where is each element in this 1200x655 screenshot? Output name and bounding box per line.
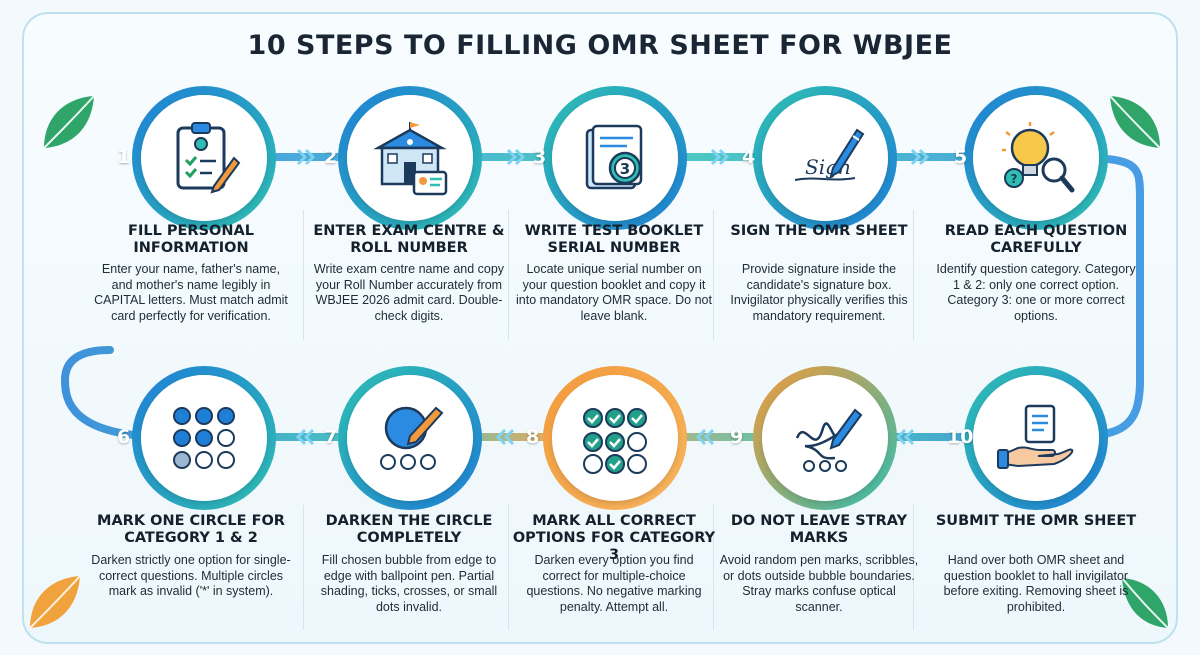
step-number: 7 [324,426,338,448]
step-7-circle [338,366,482,510]
step-number: 4 [742,146,756,168]
divider [713,505,714,630]
lightbulb-magnifier-icon: ? [1002,122,1075,193]
school-building-icon [373,122,448,196]
svg-text:?: ? [1011,172,1018,186]
divider [303,210,304,340]
step-heading: MARK ALL CORRECT OPTIONS FOR CATEGORY 3 [512,513,716,563]
checked-bubbles-icon [583,408,647,474]
step-heading: READ EACH QUESTION CAREFULLY [944,223,1128,256]
leaf-decoration-icon [1109,95,1161,149]
step-description: Write exam centre name and copy your Rol… [313,262,505,323]
step-8-circle [543,366,687,510]
scribble-pen-icon [795,408,863,472]
step-10-circle [964,366,1108,510]
divider [913,210,914,340]
clipboard-checklist-icon [176,122,241,194]
divider [508,210,509,340]
step-description: Darken strictly one option for single-co… [91,553,291,598]
leaf-decoration-icon [29,575,81,629]
divider [913,505,914,630]
step-heading: FILL PERSONAL INFORMATION [128,223,254,256]
step-description: Enter your name, father's name, and moth… [94,262,288,323]
step-number: 9 [730,426,744,448]
step-description: Avoid random pen marks, scribbles, or do… [719,553,919,614]
leaf-decoration-icon [1121,577,1169,629]
step-number: 10 [947,426,974,448]
divider [303,505,304,630]
step-1-circle [132,86,276,230]
divider [508,505,509,630]
hand-document-icon [997,404,1074,469]
svg-text:3: 3 [620,160,630,178]
step-heading: SUBMIT THE OMR SHEET [935,513,1137,529]
bubble-grid-icon [173,407,235,469]
step-heading: WRITE TEST BOOKLET SERIAL NUMBER [524,223,704,256]
step-heading: ENTER EXAM CENTRE & ROLL NUMBER [313,223,505,256]
step-number: 2 [324,146,338,168]
leaf-decoration-icon [43,95,95,149]
step-description: Locate unique serial number on your ques… [516,262,712,323]
step-number: 8 [526,426,540,448]
step-2-circle [338,86,482,230]
step-description: Fill chosen bubble from edge to edge wit… [320,553,498,614]
step-5-circle: ? [964,86,1108,230]
filled-bubble-pen-icon [380,406,444,470]
step-number: 6 [117,426,131,448]
step-description: Provide signature inside the candidate's… [730,262,908,323]
step-9-circle [753,366,897,510]
signature-pen-icon: Sign [794,128,865,181]
step-heading: MARK ONE CIRCLE FOR CATEGORY 1 & 2 [97,513,285,546]
step-number: 1 [117,146,131,168]
step-3-circle: 3 [543,86,687,230]
step-heading: DARKEN THE CIRCLE COMPLETELY [325,513,493,546]
step-number: 3 [533,146,547,168]
step-6-circle [132,366,276,510]
step-description: Darken every option you find correct for… [526,553,702,614]
booklet-icon: 3 [585,124,643,190]
page-title: 10 STEPS TO FILLING OMR SHEET FOR WBJEE [247,30,953,61]
step-number: 5 [954,146,968,168]
step-description: Identify question category. Category 1 &… [936,262,1136,323]
divider [713,210,714,340]
step-description: Hand over both OMR sheet and question bo… [943,553,1129,614]
step-heading: DO NOT LEAVE STRAY MARKS [730,513,908,546]
step-4-circle: Sign [753,86,897,230]
step-heading: SIGN THE OMR SHEET [730,223,908,239]
